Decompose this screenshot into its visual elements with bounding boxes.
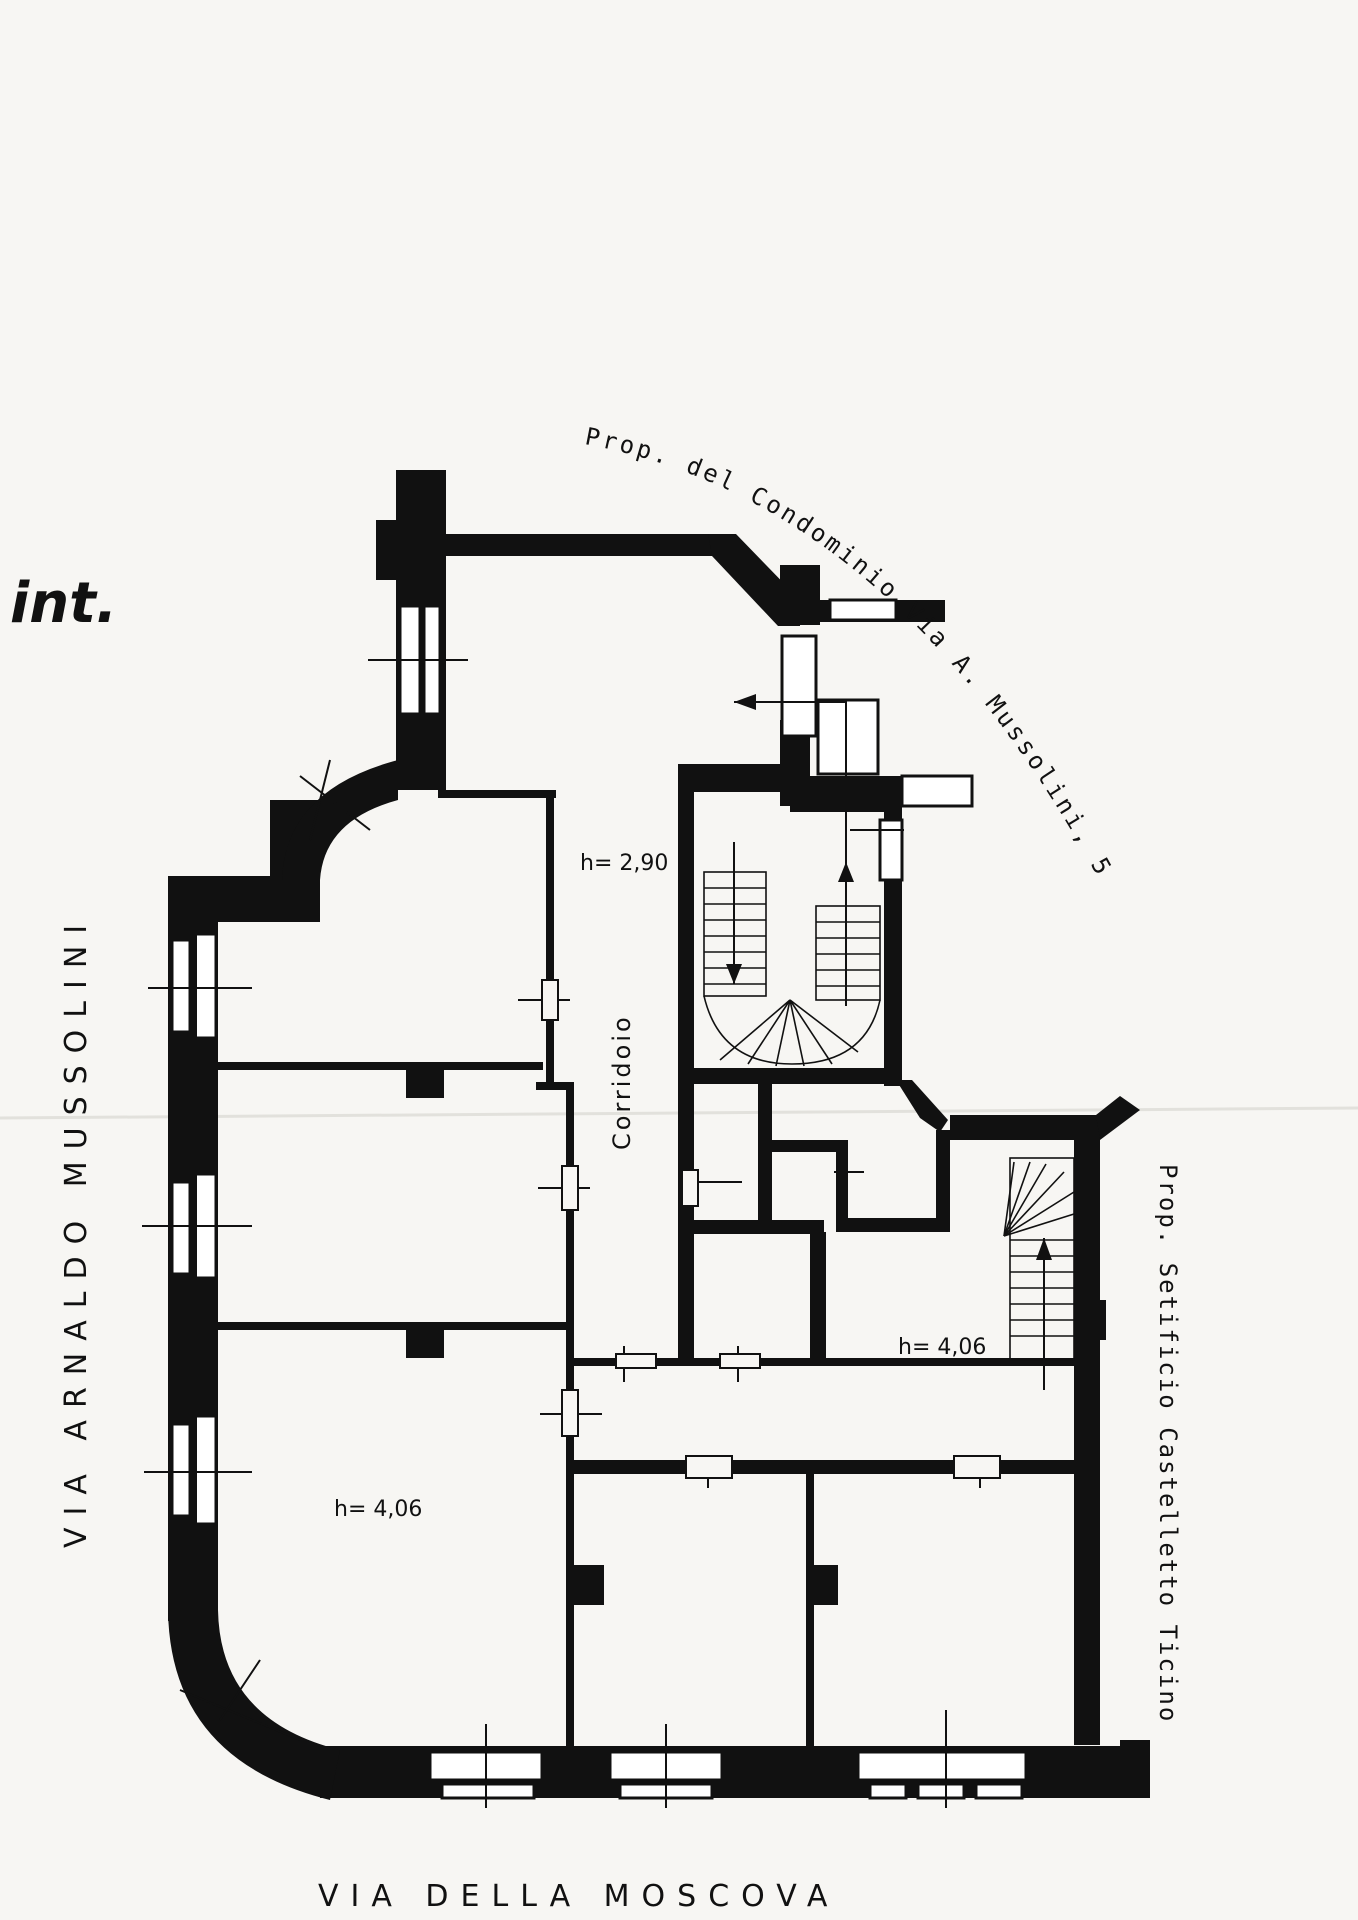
owner-label-right: Prop. Setificio Castelletto Ticino bbox=[1154, 1164, 1182, 1723]
door-openings bbox=[541, 979, 1001, 1479]
height-label-corridor: h= 2,90 bbox=[580, 851, 668, 876]
height-label-main-room: h= 4,06 bbox=[334, 1497, 422, 1522]
street-label-left: VIA ARNALDO MUSSOLINI bbox=[59, 913, 94, 1548]
room-label-corridor: Corridoio bbox=[608, 1014, 636, 1150]
height-label-right-room: h= 4,06 bbox=[898, 1335, 986, 1360]
curved-corner-sw bbox=[168, 1610, 340, 1800]
owner-label-top: Prop. del Condominio Via A. Mussolini, 5 bbox=[583, 422, 1118, 881]
stair-arrows bbox=[726, 694, 1052, 1390]
sheet-label: int. bbox=[10, 571, 117, 636]
window-cross-marks bbox=[142, 596, 981, 1808]
secondary-staircase bbox=[1003, 1157, 1075, 1361]
street-label-bottom: VIA DELLA MOSCOVA bbox=[318, 1879, 839, 1914]
curved-bay-nw bbox=[282, 760, 398, 880]
